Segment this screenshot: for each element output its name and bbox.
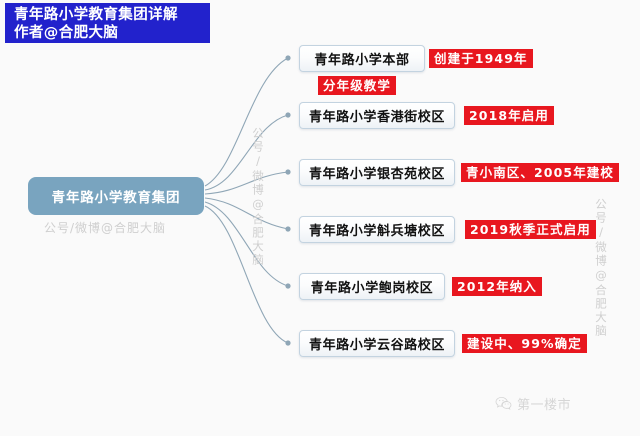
watermark-center-vertical: 公号/微博@合肥大脑 <box>251 127 265 267</box>
connector-line-4 <box>204 197 289 230</box>
badge-south-district-2005: 青小南区、2005年建校 <box>461 163 619 182</box>
watermark-under-root: 公号/微博@合肥大脑 <box>44 221 167 235</box>
badge-label: 2019秋季正式启用 <box>470 222 591 237</box>
badge-incorporated-2012: 2012年纳入 <box>452 277 542 296</box>
node-hongkong-street-campus[interactable]: 青年路小学香港街校区 <box>299 102 455 129</box>
root-node-label: 青年路小学教育集团 <box>51 190 181 206</box>
connector-line-2 <box>204 114 289 191</box>
node-yungulu-campus[interactable]: 青年路小学云谷路校区 <box>299 330 455 357</box>
node-label: 青年路小学斛兵塘校区 <box>308 224 445 239</box>
node-hubingtang-campus[interactable]: 青年路小学斛兵塘校区 <box>299 216 455 243</box>
badge-founded-1949: 创建于1949年 <box>429 49 533 68</box>
watermark-right-vertical: 公号/微博@合肥大脑 <box>594 198 608 338</box>
badge-graded-teaching: 分年级教学 <box>318 76 397 95</box>
connector-dot-4 <box>285 226 291 232</box>
node-yinxingyuan-campus[interactable]: 青年路小学银杏苑校区 <box>299 159 455 186</box>
brand-name: 第一楼市 <box>517 397 572 413</box>
connector-dot-6 <box>285 340 291 346</box>
node-baogang-campus[interactable]: 青年路小学鲍岗校区 <box>299 273 445 300</box>
badge-label: 分年级教学 <box>323 78 392 93</box>
badge-opened-2018: 2018年启用 <box>464 106 554 125</box>
connector-line-6 <box>204 205 289 344</box>
badge-label: 青小南区、2005年建校 <box>466 165 614 180</box>
connector-dot-3 <box>285 169 291 175</box>
brand-watermark: 第一楼市 <box>495 392 625 414</box>
connector-line-5 <box>204 201 289 287</box>
connector-dot-1 <box>285 55 291 61</box>
badge-under-construction: 建设中、99%确定 <box>462 334 587 353</box>
connector-line-1 <box>204 57 289 187</box>
title-line-2: 作者@合肥大脑 <box>14 25 119 41</box>
title-banner: 青年路小学教育集团详解 作者@合肥大脑 <box>5 3 210 43</box>
node-label: 青年路小学本部 <box>314 53 410 68</box>
root-node[interactable]: 青年路小学教育集团 <box>28 177 204 215</box>
wechat-icon <box>495 396 512 410</box>
badge-label: 2018年启用 <box>469 108 549 123</box>
connector-line-3 <box>204 171 289 195</box>
title-line-1: 青年路小学教育集团详解 <box>14 7 178 23</box>
node-label: 青年路小学云谷路校区 <box>308 338 445 353</box>
node-label: 青年路小学香港街校区 <box>308 110 445 125</box>
connector-dot-5 <box>285 283 291 289</box>
node-label: 青年路小学鲍岗校区 <box>310 281 434 296</box>
node-headquarters[interactable]: 青年路小学本部 <box>299 45 425 72</box>
node-label: 青年路小学银杏苑校区 <box>308 167 445 182</box>
badge-label: 创建于1949年 <box>434 51 528 66</box>
badge-label: 建设中、99%确定 <box>467 336 582 351</box>
badge-opened-autumn-2019: 2019秋季正式启用 <box>465 220 596 239</box>
connector-dot-2 <box>285 112 291 118</box>
badge-label: 2012年纳入 <box>457 279 537 294</box>
